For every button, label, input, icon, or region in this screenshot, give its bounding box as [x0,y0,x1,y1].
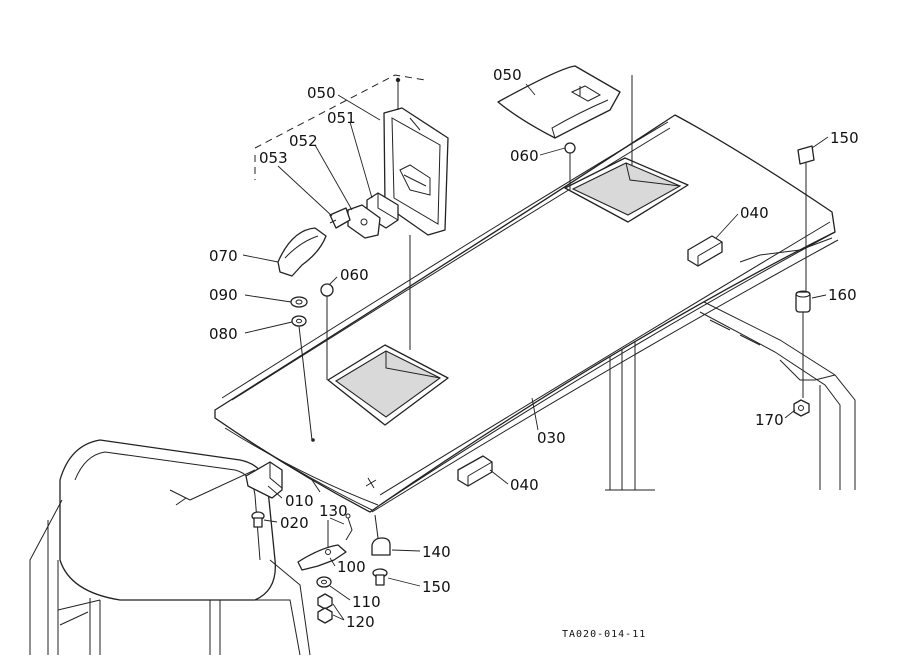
hinge-010 [245,461,321,499]
nut-170 [793,399,810,417]
label-150-upper: 150 [830,129,859,147]
label-080: 080 [209,325,238,343]
washer-090 [290,296,308,308]
label-070: 070 [209,247,238,265]
label-050-left: 050 [307,84,336,102]
label-120: 120 [346,613,375,631]
label-050-right: 050 [493,66,522,84]
leader-lines [242,83,829,621]
part-labels: 050 051 052 053 050 060 150 040 070 060 … [209,66,859,640]
washer-110 [316,576,332,588]
cap-140 [371,537,391,556]
label-040-upper: 040 [740,204,769,222]
label-040-lower: 040 [510,476,539,494]
bolt-150-lower [372,568,388,586]
label-160: 160 [828,286,857,304]
bolt-020 [251,511,265,528]
cap-060-lower [320,283,334,297]
bracket-052 [347,204,381,239]
washer-080 [291,315,307,327]
label-052: 052 [289,132,318,150]
nut-120 [317,593,333,624]
label-060-lower: 060 [340,266,369,284]
hatch-cover-left [383,107,449,236]
label-110: 110 [352,593,381,611]
label-170: 170 [755,411,784,429]
bolt-150-upper [797,145,815,170]
bracket-040-lower [457,455,493,487]
label-030: 030 [537,429,566,447]
cap-060-upper [564,142,576,154]
label-060-upper: 060 [510,147,539,165]
label-020: 020 [280,514,309,532]
guide-lines [189,75,807,548]
cab-frame-right [605,299,856,491]
label-053: 053 [259,149,288,167]
latch-100 [297,544,347,571]
spacer-160 [795,290,811,313]
label-090: 090 [209,286,238,304]
label-130: 130 [319,502,348,520]
label-100: 100 [337,558,366,576]
label-010: 010 [285,492,314,510]
hatch-cover-right [497,65,621,139]
roof-panel [214,114,839,513]
pin-130 [345,513,353,541]
label-140: 140 [422,543,451,561]
bracket-040-upper [687,235,723,267]
label-150-lower: 150 [422,578,451,596]
drawing-reference: TA020-014-11 [562,629,646,640]
cab-frame-left [29,439,311,656]
bolt-053 [329,207,351,229]
label-051: 051 [327,109,356,127]
handle-070 [277,227,327,277]
